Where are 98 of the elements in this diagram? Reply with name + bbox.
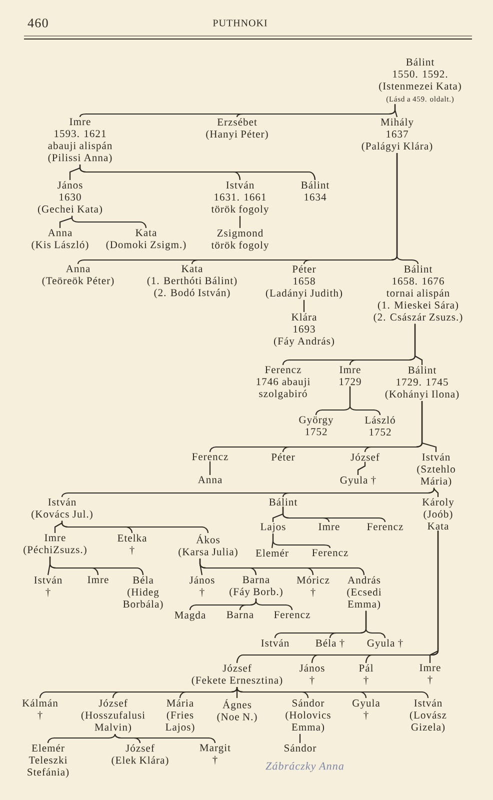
person-entry: Elemér Teleszki Stefánia): [28, 744, 69, 778]
person-entry: Zsigmond török fogoly: [211, 229, 269, 251]
person-entry: István (Sztehlo Mária): [417, 453, 455, 487]
person-entry: Klára 1693 (Fáy András): [274, 313, 334, 347]
person-entry: Kata (1. Berthóti Bálint) (2. Bodó István): [147, 265, 237, 298]
person-entry: Erzsébet (Hanyi Péter): [206, 118, 268, 140]
person-entry: Gyula †: [367, 639, 403, 649]
family-brace: [349, 386, 381, 416]
family-brace: [394, 104, 398, 118]
person-entry: Béla †: [316, 639, 344, 648]
family-brace: [59, 216, 73, 228]
person-entry: Bálint: [269, 498, 298, 506]
person-entry: Béla (Hideg Borbála): [123, 576, 163, 610]
family-brace: [69, 164, 81, 180]
person-entry: Móricz †: [296, 576, 330, 597]
family-brace: [179, 687, 238, 698]
family-brace: [49, 556, 144, 576]
person-entry: István (Lovász Gizela): [410, 699, 446, 733]
person-entry: Imre 1729: [340, 366, 361, 386]
person-entry: Bálint 1634: [301, 181, 330, 201]
person-entry: Barna (Fáy Borb.): [230, 576, 282, 598]
person-entry: Kata (Domoki Zsigm.): [106, 229, 186, 250]
person-entry: György 1752: [299, 416, 334, 436]
family-brace: [79, 164, 316, 180]
person-entry: Mihály 1637 (Palágyi Klára): [362, 118, 432, 152]
family-brace: [236, 686, 429, 698]
person-entry: Margit †: [200, 744, 230, 764]
family-brace: [414, 324, 423, 365]
person-entry: Ferencz: [367, 523, 403, 530]
person-entry: József (Fekete Ernesztina): [192, 664, 282, 686]
person-entry: István (Kovács Jul.): [32, 498, 92, 520]
person-entry: Ferencz 1746 abauji szolgabiró: [256, 366, 310, 400]
family-brace: [199, 558, 365, 576]
person-entry: Péter: [271, 453, 295, 461]
family-brace: [421, 400, 437, 452]
person-entry: Péter 1658 (Ladányi Judith): [266, 265, 342, 299]
person-entry: Anna (Teöreök Péter): [42, 265, 114, 286]
person-entry: József (Elek Klára): [112, 744, 168, 766]
family-brace: [433, 488, 439, 497]
person-entry: Anna (Kis László): [32, 229, 88, 250]
person-entry: Ágnes (Noe N.): [217, 699, 257, 722]
person-entry: János 1630 (Gechei Kata): [38, 181, 102, 215]
person-entry: Ferencz: [192, 453, 228, 460]
family-brace: [47, 733, 116, 744]
person-entry: Kálmán †: [22, 699, 58, 720]
person-entry: Barna: [226, 611, 254, 618]
person-entry: Imre: [318, 523, 340, 530]
person-entry: Mária (Fries Lajos): [166, 699, 194, 733]
person-entry: Lajos: [260, 523, 286, 532]
person-entry: Elemér: [256, 549, 288, 557]
family-brace: [396, 152, 419, 264]
family-brace: [365, 610, 386, 638]
person-entry: Sándor: [284, 744, 316, 752]
family-brace: [71, 216, 147, 228]
family-brace: [239, 216, 241, 228]
person-entry: Imre (PéchiZsuzs.): [24, 534, 86, 556]
person-entry: Anna: [198, 476, 222, 484]
family-brace: [114, 733, 216, 744]
person-entry: Pál †: [359, 664, 373, 685]
family-brace: [272, 534, 331, 548]
person-entry: József (Hosszufalusi Malvin): [81, 699, 145, 733]
person-entry: Károly (Joób) Kata: [422, 498, 454, 530]
person-entry: István: [261, 639, 289, 647]
family-brace: [236, 687, 238, 698]
page-title: PUTHNOKI: [212, 20, 267, 26]
person-entry: János †: [190, 576, 214, 597]
person-entry: Imre: [88, 576, 108, 584]
family-brace: [54, 520, 63, 533]
family-brace: [209, 461, 211, 475]
person-entry: András (Ecsedi Emma): [347, 576, 382, 610]
person-entry: Bálint 1658. 1676 tornai alispán (1. Mieskei Sára) (2. Császár Zsuzs.): [374, 265, 462, 323]
person-entry: Ákos (Karsa Julia): [178, 534, 238, 558]
person-entry: Ferencz: [312, 549, 348, 556]
person-entry: Gyula †: [352, 699, 380, 720]
person-entry: Bálint 1729. 1745 (Kohányi Ilona): [385, 366, 459, 400]
family-brace: [282, 506, 386, 522]
person-entry: István †: [34, 576, 62, 597]
person-entry: Gyula †: [340, 476, 376, 486]
person-entry: István 1631. 1661 török fogoly: [211, 181, 269, 215]
person-entry: József: [350, 453, 380, 461]
family-brace: [299, 734, 301, 743]
family-brace: [357, 462, 366, 475]
family-brace: [239, 598, 257, 610]
person-entry: Imre 1593. 1621 abauji alispán (Pilissi Anna): [48, 118, 112, 164]
family-brace: [282, 488, 435, 498]
family-brace: [255, 598, 293, 610]
family-brace: [61, 520, 209, 534]
person-entry: János †: [300, 664, 324, 685]
page-number: 460: [28, 18, 48, 28]
person-entry: Magda: [174, 611, 206, 621]
person-entry: Ferencz: [274, 611, 310, 618]
person-entry: Imre †: [420, 664, 440, 684]
person-entry: Etelka †: [118, 534, 147, 555]
person-entry: László 1752: [365, 416, 395, 436]
handwritten-note: Zábráczky Anna: [266, 762, 344, 772]
person-entry: Sándor (Holovics Emma): [286, 699, 330, 733]
family-brace: [303, 300, 305, 312]
family-brace: [429, 530, 439, 663]
